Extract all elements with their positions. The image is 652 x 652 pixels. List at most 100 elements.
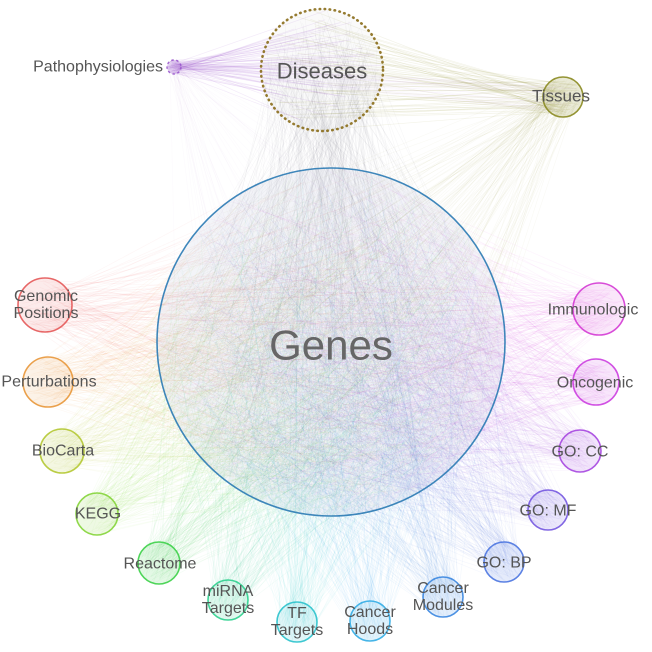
edge-line — [342, 385, 602, 393]
edge-line — [250, 383, 300, 633]
edge-line — [202, 234, 510, 548]
edge-line — [287, 353, 292, 620]
edge-line — [68, 266, 348, 471]
node-immunologic[interactable] — [572, 282, 626, 336]
edge-line — [178, 105, 575, 334]
edge-line — [333, 63, 554, 97]
edge-line — [198, 231, 384, 619]
node-cancer_hoods[interactable] — [349, 600, 391, 642]
edge-line — [195, 400, 570, 451]
edge-line — [356, 368, 577, 390]
edge-line — [324, 355, 368, 639]
edge-line — [316, 444, 596, 493]
edge-line — [53, 239, 355, 320]
node-oncogenic[interactable] — [572, 358, 620, 406]
edge-line — [214, 238, 356, 590]
edge-line — [319, 191, 371, 609]
edge-line — [331, 240, 592, 449]
node-perturbations[interactable] — [22, 356, 74, 408]
edge-line — [176, 58, 326, 71]
edge-line — [63, 212, 397, 365]
edge-line — [363, 110, 559, 231]
edge-line — [151, 268, 176, 553]
node-reactome[interactable] — [137, 541, 181, 585]
edge-line — [160, 305, 181, 546]
edge-line — [364, 252, 430, 605]
edge-line — [363, 262, 439, 609]
edge-line — [317, 34, 365, 203]
edge-line — [277, 358, 307, 622]
edge-line — [174, 394, 313, 634]
edge-line — [175, 78, 322, 394]
edge-line — [74, 274, 227, 469]
node-pathophysiologies[interactable] — [166, 59, 182, 75]
edge-line — [273, 431, 455, 584]
edge-line — [157, 374, 432, 565]
node-go_mf[interactable] — [527, 489, 569, 531]
edge-line — [46, 315, 330, 433]
edge-line — [189, 400, 241, 596]
edge-line — [173, 357, 453, 554]
edge-line — [358, 97, 564, 106]
edge-line — [105, 267, 477, 524]
edge-line — [171, 253, 471, 570]
edge-line — [379, 311, 613, 413]
edge-line — [235, 420, 477, 599]
node-genes[interactable] — [156, 167, 506, 517]
edge-line — [27, 304, 472, 393]
edge-line — [224, 352, 234, 618]
node-genomic_positions[interactable] — [17, 277, 73, 333]
edge-line — [338, 55, 404, 335]
edge-line — [93, 429, 328, 509]
edge-line — [255, 323, 576, 443]
edge-line — [394, 317, 554, 503]
edge-fan-pathophysiologies-tissues — [168, 61, 583, 112]
edge-line — [343, 362, 591, 469]
node-mirna_targets[interactable] — [207, 579, 249, 621]
edge-line — [40, 255, 226, 376]
node-diseases[interactable] — [259, 7, 385, 133]
edge-line — [408, 316, 562, 457]
edge-line — [268, 330, 589, 452]
edge-line — [365, 108, 397, 438]
edge-line — [349, 476, 511, 559]
edge-line — [329, 42, 399, 207]
edge-line — [287, 242, 331, 615]
edge-line — [37, 299, 388, 318]
edge-line — [60, 284, 274, 453]
edge-line — [265, 445, 583, 469]
node-go_cc[interactable] — [558, 429, 602, 473]
edge-line — [315, 82, 369, 356]
edge-line — [308, 123, 338, 307]
edge-line — [404, 353, 432, 602]
edge-line — [303, 280, 397, 621]
edge-line — [408, 363, 550, 527]
edge-line — [308, 338, 329, 620]
edge-line — [208, 275, 567, 461]
edge-line — [309, 439, 577, 474]
edge-line — [41, 286, 470, 389]
edge-line — [47, 233, 344, 323]
node-go_bp[interactable] — [483, 541, 525, 583]
edge-line — [238, 450, 428, 593]
label-line: TF — [287, 605, 307, 622]
edge-line — [45, 332, 193, 454]
edge-line — [319, 328, 572, 468]
edge-line — [385, 221, 584, 310]
edge-line — [82, 434, 471, 510]
node-tissues[interactable] — [542, 76, 584, 118]
node-kegg[interactable] — [75, 492, 119, 536]
edge-line — [60, 375, 414, 384]
edge-line — [443, 226, 603, 381]
edge-line — [393, 343, 592, 389]
edge-line — [442, 259, 533, 521]
node-tf_targets[interactable] — [276, 601, 318, 643]
edge-line — [273, 346, 462, 602]
edge-line — [434, 86, 573, 345]
node-biocarta[interactable] — [39, 428, 85, 474]
edge-line — [215, 425, 441, 617]
edge-line — [106, 205, 363, 528]
node-cancer_modules[interactable] — [422, 576, 464, 618]
edge-line — [176, 102, 354, 265]
edge-line — [315, 492, 382, 624]
